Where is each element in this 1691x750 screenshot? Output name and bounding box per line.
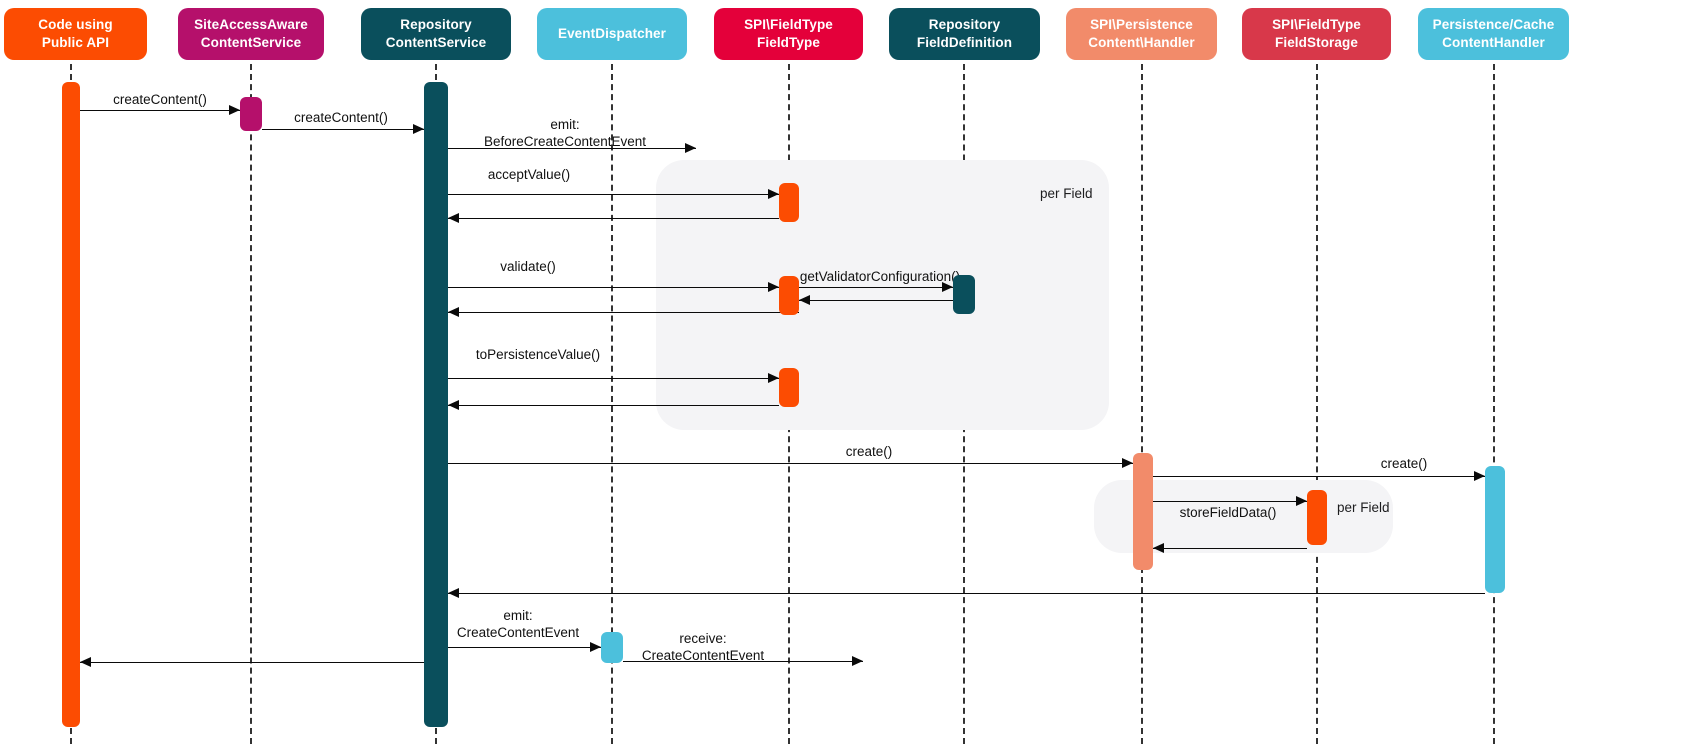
message-label-msg-18: receive: CreateContentEvent	[641, 631, 765, 663]
message-line-msg-16	[448, 593, 1485, 594]
lifeline-spi-persistence	[1141, 64, 1143, 744]
message-line-msg-2	[262, 129, 424, 130]
message-label-msg-13: create()	[1380, 456, 1428, 471]
lifeline-event-dispatcher	[611, 64, 613, 744]
message-line-msg-14	[1153, 501, 1307, 502]
message-arrowhead-msg-10	[768, 373, 779, 383]
message-arrowhead-msg-2	[413, 124, 424, 134]
message-line-msg-11	[448, 405, 779, 406]
participant-header-spi-persistence[interactable]: SPI\Persistence Content\Handler	[1066, 8, 1217, 60]
message-arrowhead-msg-18	[852, 656, 863, 666]
message-line-msg-15	[1153, 548, 1307, 549]
participant-header-repo-fielddef[interactable]: Repository FieldDefinition	[889, 8, 1040, 60]
fragment-label-frag-per-field-top: per Field	[1040, 186, 1093, 201]
message-line-msg-17	[448, 647, 601, 648]
message-arrowhead-msg-7	[942, 282, 953, 292]
message-line-msg-9	[448, 312, 799, 313]
participant-header-spi-fieldstorage[interactable]: SPI\FieldType FieldStorage	[1242, 8, 1391, 60]
message-line-msg-8	[799, 300, 953, 301]
message-arrowhead-msg-19	[80, 657, 91, 667]
message-arrowhead-msg-9	[448, 307, 459, 317]
message-arrowhead-msg-15	[1153, 543, 1164, 553]
activation-bar-act-siteaccessaware	[240, 97, 262, 131]
message-line-msg-19	[80, 662, 424, 663]
message-arrowhead-msg-6	[768, 282, 779, 292]
message-line-msg-4	[448, 194, 779, 195]
message-line-msg-1	[80, 110, 240, 111]
participant-header-spi-fieldtype[interactable]: SPI\FieldType FieldType	[714, 8, 863, 60]
lifeline-siteaccessaware	[250, 64, 252, 744]
activation-bar-act-fieldtype-persist	[779, 368, 799, 407]
activation-bar-act-persistence	[1133, 453, 1153, 570]
message-arrowhead-msg-3	[685, 143, 696, 153]
message-arrowhead-msg-5	[448, 213, 459, 223]
message-label-msg-10: toPersistenceValue()	[475, 347, 601, 362]
activation-bar-act-cache-handler	[1485, 466, 1505, 593]
message-arrowhead-msg-13	[1474, 471, 1485, 481]
message-arrowhead-msg-1	[229, 105, 240, 115]
message-arrowhead-msg-4	[768, 189, 779, 199]
message-arrowhead-msg-8	[799, 295, 810, 305]
fragment-label-frag-per-field-bottom: per Field	[1337, 500, 1390, 515]
message-line-msg-5	[448, 218, 779, 219]
activation-bar-act-fieldstorage	[1307, 490, 1327, 545]
message-arrowhead-msg-17	[590, 642, 601, 652]
message-line-msg-10	[448, 378, 779, 379]
message-label-msg-2: createContent()	[294, 110, 388, 125]
message-line-msg-6	[448, 287, 779, 288]
participant-header-event-dispatcher[interactable]: EventDispatcher	[537, 8, 687, 60]
message-label-msg-12: create()	[845, 444, 893, 459]
message-line-msg-13	[1153, 476, 1485, 477]
participant-header-siteaccessaware[interactable]: SiteAccessAware ContentService	[178, 8, 324, 60]
message-line-msg-18	[623, 661, 863, 662]
message-label-msg-14: storeFieldData()	[1179, 505, 1277, 520]
message-arrowhead-msg-14	[1296, 496, 1307, 506]
message-label-msg-1: createContent()	[113, 92, 207, 107]
message-arrowhead-msg-16	[448, 588, 459, 598]
fragment-box-frag-per-field-top	[656, 160, 1109, 430]
participant-header-public-api[interactable]: Code using Public API	[4, 8, 147, 60]
message-label-msg-17: emit: CreateContentEvent	[456, 608, 580, 640]
message-line-msg-7	[799, 287, 953, 288]
activation-bar-act-fielddef	[953, 275, 975, 314]
message-line-msg-12	[448, 463, 1133, 464]
lifeline-spi-fieldstorage	[1316, 64, 1318, 744]
activation-bar-act-fieldtype-validate	[779, 276, 799, 315]
activation-bar-act-repo-content	[424, 82, 448, 727]
message-arrowhead-msg-11	[448, 400, 459, 410]
message-label-msg-3: emit: BeforeCreateContentEvent	[483, 117, 647, 149]
activation-bar-act-dispatcher	[601, 632, 623, 663]
lifeline-persistence-cache	[1493, 64, 1495, 744]
participant-header-repo-content[interactable]: Repository ContentService	[361, 8, 511, 60]
message-label-msg-7: getValidatorConfiguration()	[799, 269, 961, 284]
activation-bar-act-fieldtype-accept	[779, 183, 799, 222]
message-arrowhead-msg-12	[1122, 458, 1133, 468]
message-label-msg-4: acceptValue()	[487, 167, 571, 182]
participant-header-persistence-cache[interactable]: Persistence/Cache ContentHandler	[1418, 8, 1569, 60]
message-line-msg-3	[448, 148, 696, 149]
activation-bar-act-public-api	[62, 82, 80, 727]
message-label-msg-6: validate()	[500, 259, 556, 274]
